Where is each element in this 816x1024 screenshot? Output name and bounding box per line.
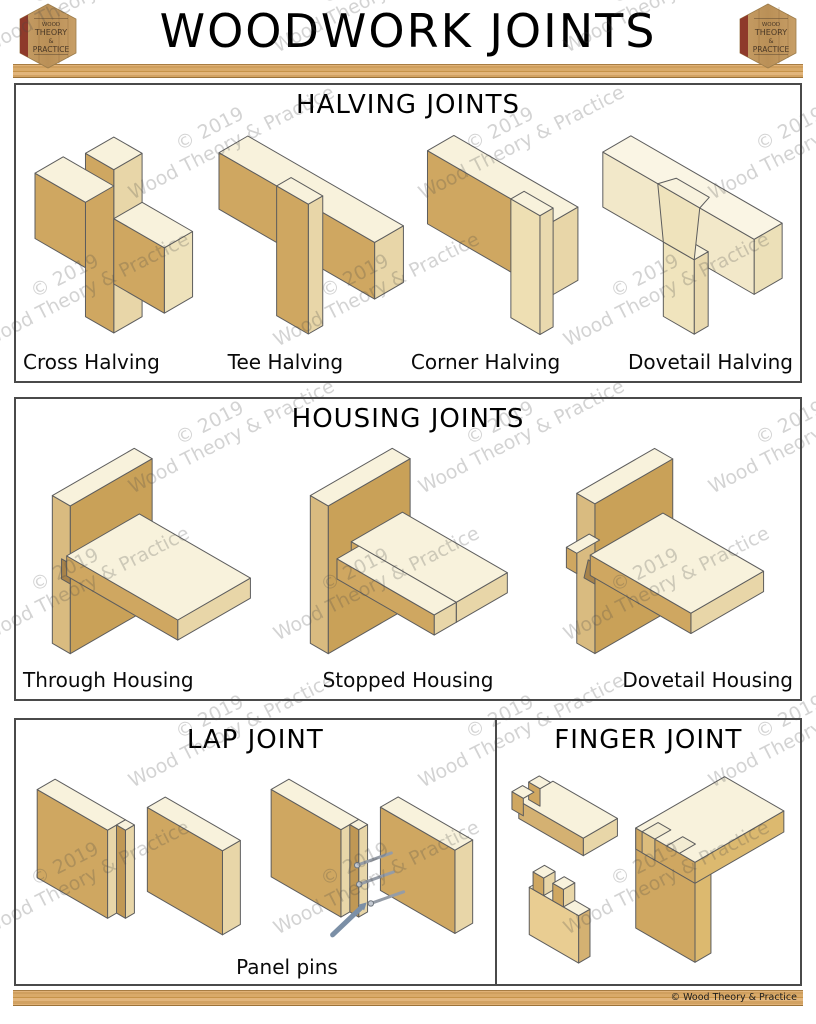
joint-label-dovetail-housing: Dovetail Housing xyxy=(622,668,793,692)
cross-halving-illustration xyxy=(28,130,200,340)
housing-figure-row xyxy=(16,434,800,668)
section-lap-joint: LAP JOINT Panel pins xyxy=(16,720,497,984)
tee-halving-illustration xyxy=(213,130,409,340)
logo-red-stripe xyxy=(740,14,748,58)
joint-label-stopped-housing: Stopped Housing xyxy=(322,668,494,692)
section-finger-joint: FINGER JOINT xyxy=(497,720,800,984)
section-housing-joints: HOUSING JOINTS Through Housing Stopped H… xyxy=(14,397,802,701)
header: WOOD THEORY & PRACTICE WOODWORK JOINTS W… xyxy=(0,0,816,69)
logo-word-wood: WOOD xyxy=(42,22,60,28)
logo-red-stripe xyxy=(20,14,28,58)
finger-joint-assembled-illustration xyxy=(631,772,789,967)
lap-joint-open-illustration xyxy=(31,773,247,941)
stopped-housing-illustration xyxy=(305,443,513,659)
logo-word-practice: PRACTICE xyxy=(753,45,790,54)
logo-woodgrain xyxy=(38,7,69,65)
page-title: WOODWORK JOINTS xyxy=(159,4,657,58)
dovetail-halving-illustration xyxy=(597,130,788,340)
wood-divider-bottom: © Wood Theory & Practice xyxy=(13,990,803,1006)
lap-figure-row xyxy=(16,755,495,984)
joint-label-cross-halving: Cross Halving xyxy=(23,350,160,374)
section-halving-joints: HALVING JOINTS Cross Halving Tee Halving… xyxy=(14,83,802,383)
dovetail-housing-illustration xyxy=(561,443,769,659)
bottom-sections: LAP JOINT Panel pins FINGER JOINT xyxy=(14,718,802,986)
logo-word-wood: WOOD xyxy=(762,22,780,28)
finger-figure-row xyxy=(497,755,800,984)
finger-joint-exploded-illustration xyxy=(508,772,621,967)
joint-label-dovetail-halving: Dovetail Halving xyxy=(628,350,793,374)
joint-label-tee-halving: Tee Halving xyxy=(227,350,344,374)
logo-word-amp: & xyxy=(48,37,53,45)
logo-word-amp: & xyxy=(768,37,773,45)
logo-woodgrain xyxy=(758,7,789,65)
panel-pins-annotation: Panel pins xyxy=(236,955,338,979)
brand-logo-left: WOOD THEORY & PRACTICE xyxy=(19,3,77,69)
lap-section-title: LAP JOINT xyxy=(186,725,324,755)
logo-word-practice: PRACTICE xyxy=(33,45,70,54)
brand-logo-right: WOOD THEORY & PRACTICE xyxy=(739,3,797,69)
logo-word-theory: THEORY xyxy=(754,28,787,37)
through-housing-illustration xyxy=(47,443,256,659)
logo-word-theory: THEORY xyxy=(34,28,67,37)
halving-section-title: HALVING JOINTS xyxy=(296,90,520,120)
housing-section-title: HOUSING JOINTS xyxy=(291,404,525,434)
joint-label-corner-halving: Corner Halving xyxy=(410,350,561,374)
halving-figure-row xyxy=(16,120,800,350)
housing-label-row: Through Housing Stopped Housing Dovetail… xyxy=(16,668,800,699)
halving-label-row: Cross Halving Tee Halving Corner Halving… xyxy=(16,350,800,381)
corner-halving-illustration xyxy=(422,130,583,340)
lap-joint-pins-illustration xyxy=(265,773,479,941)
finger-section-title: FINGER JOINT xyxy=(554,725,743,755)
copyright-text: © Wood Theory & Practice xyxy=(670,992,797,1003)
wood-divider-top xyxy=(13,64,803,78)
joint-label-through-housing: Through Housing xyxy=(23,668,194,692)
